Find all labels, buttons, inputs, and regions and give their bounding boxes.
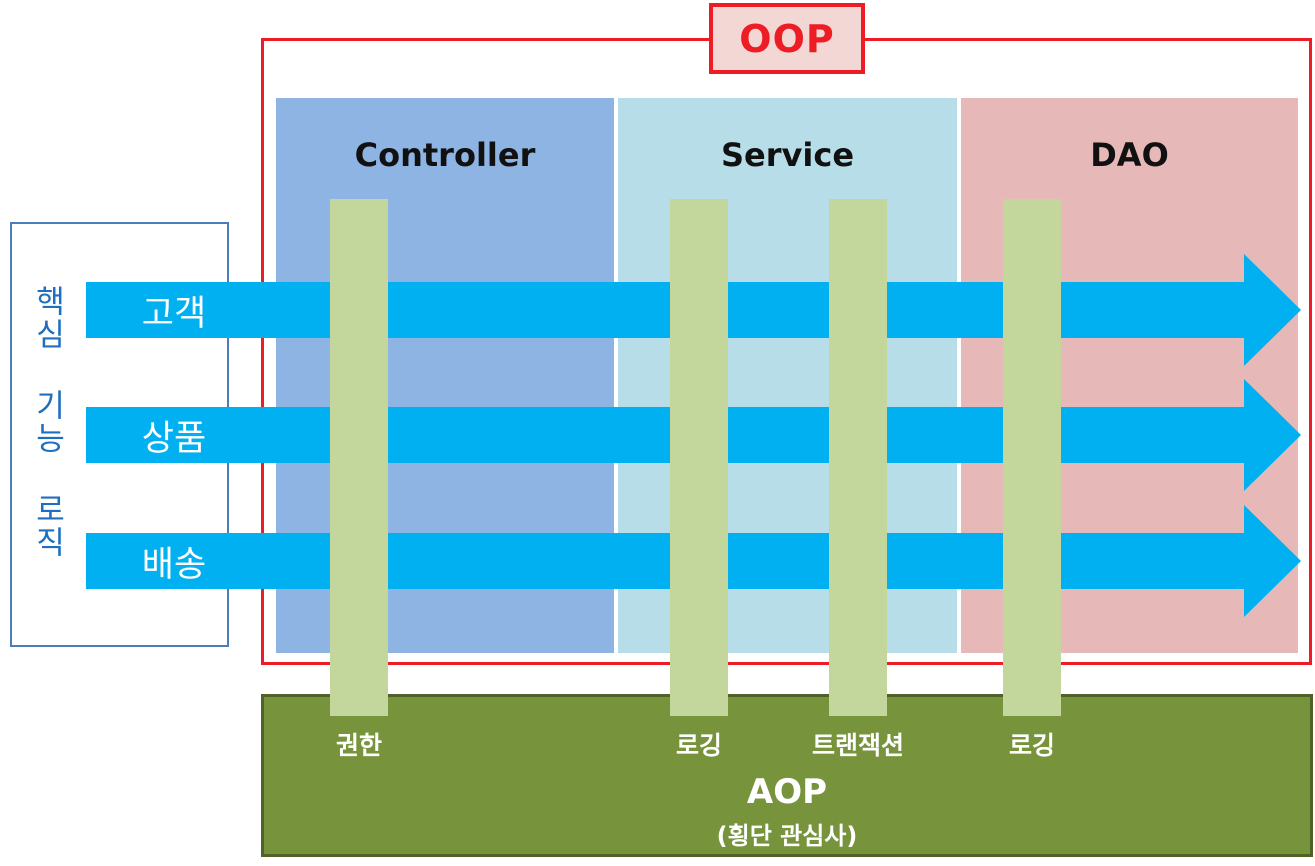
service-layer-title: Service xyxy=(720,136,855,174)
concern-label-authorization: 권한 xyxy=(335,731,382,760)
core-logic-label: 핵심 기능 로직 xyxy=(29,285,65,559)
aop-title: AOP xyxy=(746,772,828,812)
concern-pillar-logging xyxy=(670,199,728,716)
aop-subtitle: (횡단 관심사) xyxy=(716,822,858,850)
controller-layer-title: Controller xyxy=(354,136,536,174)
oop-label: OOP xyxy=(739,16,835,61)
concern-label-transaction: 트랜잭션 xyxy=(811,731,904,760)
dao-layer-title: DAO xyxy=(1090,136,1169,174)
oop-label-box: OOP xyxy=(709,3,865,74)
aop-bar xyxy=(261,694,1313,857)
flow-label-product: 상품 xyxy=(141,418,207,459)
concern-pillar-logging-dao xyxy=(1003,199,1061,716)
concern-label-logging-dao: 로깅 xyxy=(1008,731,1055,760)
concern-pillar-transaction xyxy=(829,199,887,716)
flow-label-customer: 고객 xyxy=(141,293,207,334)
concern-label-logging: 로깅 xyxy=(675,731,722,760)
concern-pillar-authorization xyxy=(330,199,388,716)
flow-label-delivery: 배송 xyxy=(141,544,207,585)
